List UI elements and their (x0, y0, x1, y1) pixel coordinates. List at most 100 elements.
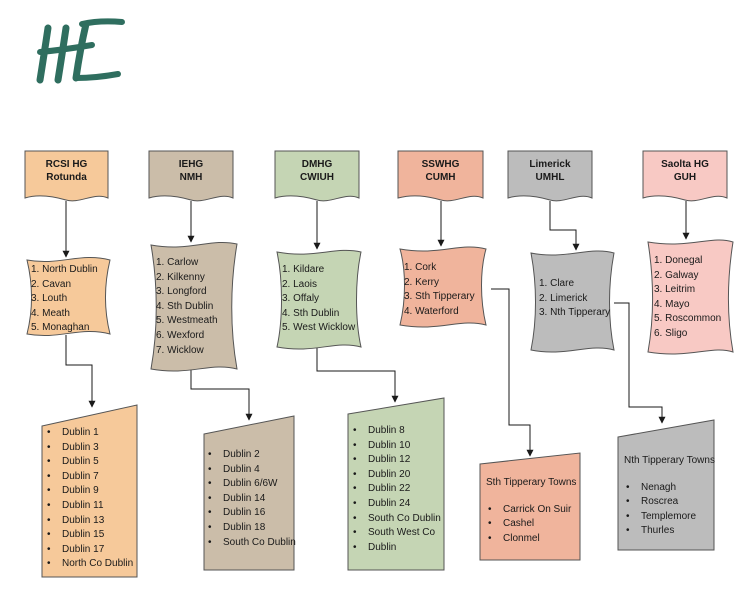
county-box-dmhg (276, 249, 362, 350)
hospital-list-sswhg: Carrick On Suir Cashel Clonmel (486, 503, 576, 547)
header-saolta: Saolta HG GUH (643, 158, 727, 184)
county-box-rcsi (26, 257, 111, 337)
header-limerick-line2: UMHL (535, 172, 565, 183)
district-item: South Co Dublin (351, 512, 441, 527)
county-item: 1. Cork (404, 262, 437, 273)
district-item: Dublin 18 (206, 521, 296, 536)
header-box-sswhg (397, 150, 484, 202)
district-item: Dublin 2 (206, 448, 296, 463)
district-item: Dublin 9 (45, 484, 133, 499)
header-box-saolta (642, 150, 728, 202)
district-item: Dublin 12 (351, 453, 441, 468)
town-item: Templemore (624, 510, 715, 525)
district-item: Dublin 10 (351, 439, 441, 454)
county-item: 2. Galway (654, 269, 699, 281)
towns-title-limerick: Nth Tipperary Towns (624, 455, 715, 466)
hospital-list-rcsi: Dublin 1 Dublin 3 Dublin 5 Dublin 7 Dubl… (45, 426, 133, 572)
district-item: South West Co (351, 526, 441, 541)
county-box-saolta (647, 239, 734, 355)
county-item: 4. Sth Dublin (156, 300, 214, 312)
header-rcsi-line1: RCSI HG (45, 159, 88, 170)
county-item: 2. Kilkenny (156, 271, 205, 283)
district-item: Dublin 24 (351, 497, 441, 512)
county-item: 3. Offaly (282, 293, 320, 305)
town-item: Thurles (624, 524, 715, 539)
district-item: Dublin 3 (45, 441, 133, 456)
county-list-dmhg: 1. Kildare 2. Laois 3. Offaly 4. Sth Dub… (282, 263, 355, 336)
county-item: 1. North Dublin (31, 264, 98, 275)
connector-iehg-2 (190, 370, 253, 421)
county-item: 1. Donegal (654, 255, 703, 266)
header-dmhg-line1: DMHG (301, 159, 333, 170)
connector-rcsi-2 (65, 335, 96, 408)
town-item: Clonmel (486, 532, 576, 547)
county-item: 1. Kildare (282, 264, 325, 275)
district-item: Dublin 1 (45, 426, 133, 441)
header-sswhg: SSWHG CUMH (398, 158, 483, 184)
county-box-limerick (530, 250, 615, 353)
county-item: 6. Sligo (654, 327, 688, 339)
town-block-sswhg: Sth Tipperary Towns Carrick On Suir Cash… (486, 476, 576, 546)
county-item: 5. Westmeath (156, 315, 218, 327)
district-item: Dublin 4 (206, 463, 296, 478)
county-item: 5. West Wicklow (282, 322, 356, 334)
header-limerick-line1: Limerick (529, 159, 571, 170)
county-item: 4. Sth Dublin (282, 307, 340, 319)
county-list-sswhg: 1. Cork 2. Kerry 3. Sth Tipperary 4. Wat… (404, 261, 475, 319)
header-dmhg: DMHG CWIUH (275, 158, 359, 184)
county-item: 1. Clare (539, 278, 575, 289)
header-rcsi-line2: Rotunda (46, 172, 87, 183)
header-limerick: Limerick UMHL (508, 158, 592, 184)
header-box-rcsi (24, 150, 109, 202)
county-list-limerick: 1. Clare 2. Limerick 3. Nth Tipperary (539, 277, 610, 321)
header-saolta-line1: Saolta HG (661, 159, 709, 170)
county-item: 3. Sth Tipperary (404, 291, 475, 303)
district-item: South Co Dublin (206, 536, 296, 551)
county-item: 3. Longford (156, 286, 207, 298)
district-item: Dublin 16 (206, 506, 296, 521)
header-iehg-line1: IEHG (178, 159, 204, 170)
header-saolta-line2: GUH (673, 172, 697, 183)
county-item: 2. Laois (282, 278, 318, 290)
town-item: Cashel (486, 517, 576, 532)
district-item: Dublin 7 (45, 470, 133, 485)
county-list-rcsi: 1. North Dublin 2. Cavan 3. Louth 4. Mea… (31, 263, 98, 336)
district-item: Dublin 11 (45, 499, 133, 514)
county-list-iehg: 1. Carlow 2. Kilkenny 3. Longford 4. Sth… (156, 256, 218, 358)
header-boxes (24, 150, 728, 202)
header-box-dmhg (274, 150, 360, 202)
county-item: 3. Leitrim (654, 284, 696, 296)
county-boxes (26, 239, 734, 372)
town-block-limerick: Nth Tipperary Towns Nenagh Roscrea Templ… (624, 454, 715, 539)
district-item: Dublin 13 (45, 514, 133, 529)
connector-limerick-1 (549, 201, 580, 251)
connectors (62, 201, 690, 457)
connector-dmhg-2 (316, 348, 399, 403)
town-item: Carrick On Suir (486, 503, 576, 518)
hse-logo-e-spine (72, 20, 90, 82)
county-item: 4. Meath (31, 307, 70, 319)
hospital-list-iehg: Dublin 2 Dublin 4 Dublin 6/6W Dublin 14 … (206, 448, 296, 550)
district-item: Dublin 6/6W (206, 477, 296, 492)
district-item: North Co Dublin (45, 557, 133, 572)
district-item: Dublin 17 (45, 543, 133, 558)
district-item: Dublin 8 (351, 424, 441, 439)
county-box-sswhg (399, 246, 487, 328)
district-item-continued: Dublin (351, 541, 441, 556)
connector-limerick-2 (614, 302, 666, 424)
county-item: 6. Wexford (156, 329, 205, 341)
county-item: 1. Carlow (156, 257, 199, 268)
header-sswhg-line2: CUMH (425, 172, 456, 183)
county-box-iehg (150, 241, 238, 372)
hse-logo-h-right (54, 24, 70, 84)
header-iehg-line2: NMH (179, 172, 203, 183)
county-item: 3. Nth Tipperary (539, 307, 611, 319)
county-item: 2. Kerry (404, 276, 440, 288)
district-item: Dublin 5 (45, 455, 133, 470)
town-item: Nenagh (624, 481, 715, 496)
town-item: Roscrea (624, 495, 715, 510)
county-item: 5. Monaghan (31, 322, 90, 334)
header-sswhg-line1: SSWHG (421, 159, 460, 170)
hse-logo (36, 18, 125, 84)
